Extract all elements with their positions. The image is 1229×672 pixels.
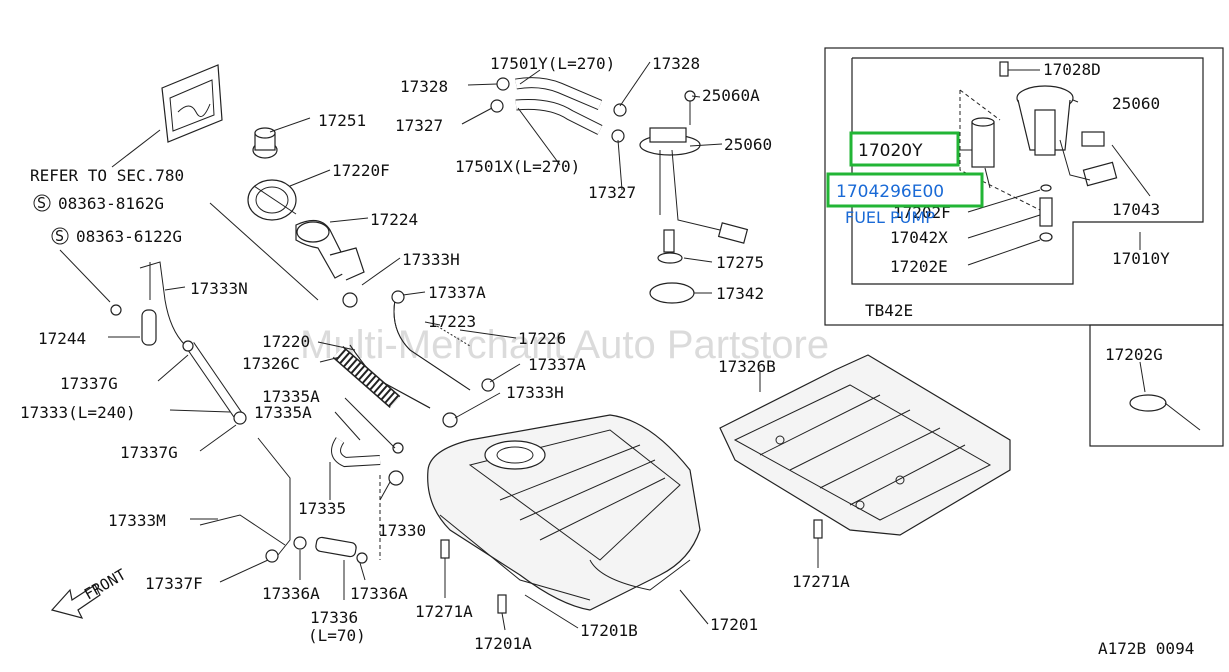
- highlight-box-part-no[interactable]: [849, 131, 960, 167]
- label-17010y: 17010Y: [1112, 249, 1170, 268]
- label-17202g: 17202G: [1105, 345, 1163, 364]
- refer-gasket-part: [111, 64, 223, 168]
- label-17333h-mid: 17333H: [506, 383, 564, 402]
- label-17042x: 17042X: [890, 228, 948, 247]
- diagram-code: A172B 0094: [1098, 639, 1194, 658]
- front-label: FRONT: [81, 565, 129, 603]
- label-17336: 17336: [310, 608, 358, 627]
- refer-note: REFER TO SEC.780: [30, 166, 184, 185]
- fuel-tank-17201: [427, 414, 701, 611]
- filler-neck-seal: [247, 169, 331, 221]
- label-17335a-second: 17335A: [254, 403, 312, 422]
- label-25060a: 25060A: [702, 86, 760, 105]
- label-17337f: 17337F: [145, 574, 203, 593]
- inset-subframe: [851, 57, 1204, 285]
- leader-lines: [59, 61, 1151, 631]
- label-17201: 17201: [710, 615, 758, 634]
- label-17220: 17220: [262, 332, 310, 351]
- label-17501x: 17501X(L=270): [455, 157, 580, 176]
- inset-frame-17202g: [1089, 324, 1224, 447]
- label-17337a-top: 17337A: [428, 283, 486, 302]
- label-17028d: 17028D: [1043, 60, 1101, 79]
- label-17335a-top: 17335A: [262, 387, 320, 406]
- label-17337a-mid: 17337A: [528, 355, 586, 374]
- label-17342: 17342: [716, 284, 764, 303]
- label-17224: 17224: [370, 210, 418, 229]
- label-17330: 17330: [378, 521, 426, 540]
- label-17202e: 17202E: [890, 257, 948, 276]
- inset-pump-assembly: [959, 61, 1118, 242]
- label-17043: 17043: [1112, 200, 1160, 219]
- part-labels: 17501Y(L=270) 17328 17327 17328 17501X(L…: [20, 54, 1194, 658]
- label-25060: 25060: [724, 135, 772, 154]
- label-17337g-top: 17337G: [60, 374, 118, 393]
- label-17336a-right: 17336A: [350, 584, 408, 603]
- highlight-fuel-pump[interactable]: 17020Y 1704296E00 FUEL PUMP: [826, 131, 984, 227]
- label-17202f: 17202F: [893, 203, 951, 222]
- bolt-symbol-8162g: S: [33, 194, 51, 212]
- label-17337g-bottom: 17337G: [120, 443, 178, 462]
- label-17333m: 17333M: [108, 511, 166, 530]
- label-25060-inset: 25060: [1112, 94, 1160, 113]
- breather-hose-17326c: [332, 345, 401, 409]
- hoses-17501: [490, 77, 627, 143]
- label-17275: 17275: [716, 253, 764, 272]
- label-17326b: 17326B: [718, 357, 776, 376]
- protector-17326b: [719, 354, 1011, 536]
- label-17333h-top: 17333H: [402, 250, 460, 269]
- label-08363-8162g: 08363-8162G: [58, 194, 164, 213]
- label-17333-l240: 17333(L=240): [20, 403, 136, 422]
- filler-tube-part: [295, 217, 369, 281]
- label-17336a-left: 17336A: [262, 584, 320, 603]
- clamps-17337a: [342, 290, 495, 428]
- label-17336-length: (L=70): [308, 626, 366, 645]
- bolt-symbol-6122g: S: [51, 227, 69, 245]
- label-17223: 17223: [428, 312, 476, 331]
- label-17251: 17251: [318, 111, 366, 130]
- label-17271a-right: 17271A: [792, 572, 850, 591]
- label-17333n: 17333N: [190, 279, 248, 298]
- highlight-part-no[interactable]: 17020Y: [858, 141, 923, 161]
- label-17226: 17226: [518, 329, 566, 348]
- clamp-17202g: [1129, 361, 1201, 431]
- label-17271a-left: 17271A: [415, 602, 473, 621]
- label-17201b: 17201B: [580, 621, 638, 640]
- sender-unit-25060: [639, 90, 749, 304]
- label-17327-left: 17327: [395, 116, 443, 135]
- highlight-description: FUEL PUMP: [845, 208, 935, 227]
- label-17328-left: 17328: [400, 77, 448, 96]
- highlight-oem-no[interactable]: 1704296E00: [836, 182, 944, 202]
- svg-text:S: S: [55, 227, 64, 245]
- watermark: Multi-Merchant Auto Partstore: [300, 323, 829, 367]
- label-17501y: 17501Y(L=270): [490, 54, 615, 73]
- label-17201a: 17201A: [474, 634, 532, 653]
- inset-frame-tb42e: [824, 47, 1224, 326]
- label-17326c: 17326C: [242, 354, 300, 373]
- front-arrow: [50, 584, 101, 619]
- label-08363-6122g: 08363-6122G: [76, 227, 182, 246]
- inset-model-label: TB42E: [865, 301, 913, 320]
- hose-17335: [331, 437, 404, 560]
- label-17220f: 17220F: [332, 161, 390, 180]
- filler-cap-part: [252, 117, 311, 159]
- svg-text:S: S: [37, 194, 46, 212]
- vent-pipe-17333n: [110, 261, 368, 564]
- label-17335: 17335: [298, 499, 346, 518]
- label-17327-right: 17327: [588, 183, 636, 202]
- label-17244: 17244: [38, 329, 86, 348]
- highlight-box-oem-no[interactable]: [826, 172, 984, 208]
- label-17328-right: 17328: [652, 54, 700, 73]
